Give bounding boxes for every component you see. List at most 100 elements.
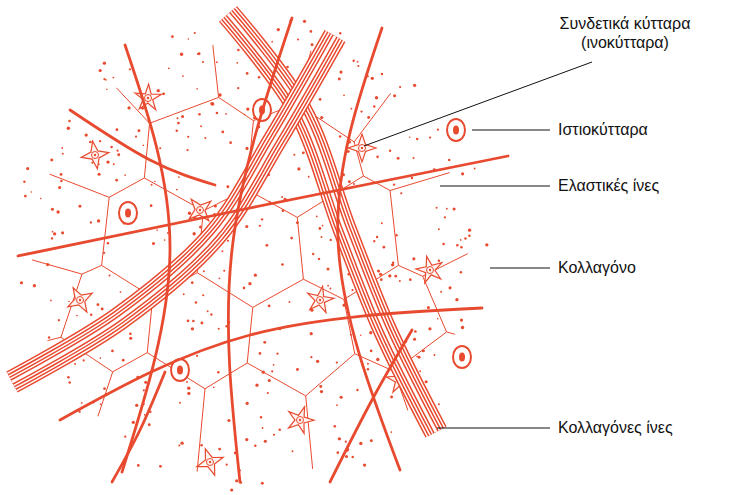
dot (373, 105, 375, 107)
dot (260, 416, 262, 418)
dot (293, 154, 295, 156)
dot (196, 355, 198, 357)
dot (327, 285, 329, 287)
dot (246, 402, 249, 405)
dot (81, 402, 83, 404)
dot (336, 362, 338, 364)
dot (261, 482, 264, 485)
dot (316, 360, 319, 363)
collagen-stripe (228, 14, 436, 432)
dot (380, 278, 383, 281)
dot (383, 246, 386, 249)
dot (399, 86, 401, 88)
collagen-stripe (12, 36, 335, 382)
fibroblast (308, 286, 334, 312)
dot (437, 318, 439, 320)
dot (109, 274, 111, 276)
dot (438, 260, 440, 262)
dot (157, 89, 160, 92)
dot (319, 98, 322, 101)
cell-outlines (0, 0, 540, 495)
dot (400, 192, 402, 194)
dot (227, 419, 230, 422)
dot (375, 96, 378, 99)
dot (129, 337, 132, 340)
dot (444, 216, 446, 218)
dot (58, 186, 61, 189)
dot (350, 108, 352, 110)
dot (143, 389, 145, 391)
dot (237, 87, 239, 89)
dot (132, 421, 135, 424)
dot (225, 113, 227, 115)
dot (413, 338, 416, 341)
dot (318, 227, 321, 230)
dot (106, 88, 108, 90)
dot (110, 146, 112, 148)
dot (135, 135, 137, 137)
dot (129, 68, 131, 70)
dot (98, 173, 101, 176)
fibroblast-nucleus (92, 152, 99, 159)
dot (99, 357, 101, 359)
dot (273, 364, 275, 366)
dot (419, 370, 421, 372)
dot (367, 363, 369, 365)
dot (360, 110, 362, 112)
dot (203, 270, 205, 272)
fibroblasts (68, 84, 442, 475)
dot (177, 117, 179, 119)
dot (171, 35, 174, 38)
dot (137, 464, 140, 467)
dot (336, 404, 338, 406)
histiocyte (119, 202, 137, 224)
dot (468, 228, 471, 231)
dot (376, 156, 379, 159)
fibroblast-body (197, 449, 223, 475)
dot (198, 52, 201, 55)
collagen-stripe (12, 36, 335, 382)
dot (103, 78, 105, 80)
dot (246, 72, 249, 75)
dot (326, 267, 329, 270)
dot (352, 60, 354, 62)
dot (322, 225, 324, 227)
dot (159, 465, 162, 468)
dot (370, 350, 373, 353)
dot (89, 141, 92, 144)
dot (143, 144, 145, 146)
dot (345, 441, 347, 443)
dot (186, 149, 188, 151)
histiocyte-body (447, 119, 465, 141)
dot (381, 222, 383, 224)
dot (320, 116, 323, 119)
dot (308, 176, 310, 178)
dot (188, 212, 191, 215)
dot (187, 392, 190, 395)
histiocyte-nucleus (459, 353, 465, 362)
dot (460, 246, 463, 249)
dot (338, 437, 341, 440)
nucleolus (319, 299, 321, 301)
dot (68, 381, 71, 384)
dot (218, 328, 220, 330)
dot (188, 38, 190, 40)
dot (461, 326, 464, 329)
dot (390, 395, 393, 398)
histiocyte-nucleus (453, 126, 459, 135)
dot (152, 242, 155, 245)
dot (289, 301, 291, 303)
dot (245, 225, 248, 228)
dot (248, 282, 251, 285)
fibroblast-nucleus (207, 459, 214, 466)
dot (195, 301, 198, 304)
dot (438, 228, 440, 230)
collagen-stripe (228, 14, 436, 432)
dot (187, 386, 190, 389)
dot (485, 243, 488, 246)
dot (303, 20, 306, 23)
dot (356, 389, 358, 391)
dot (353, 183, 355, 185)
collagen-stripe (228, 14, 436, 432)
